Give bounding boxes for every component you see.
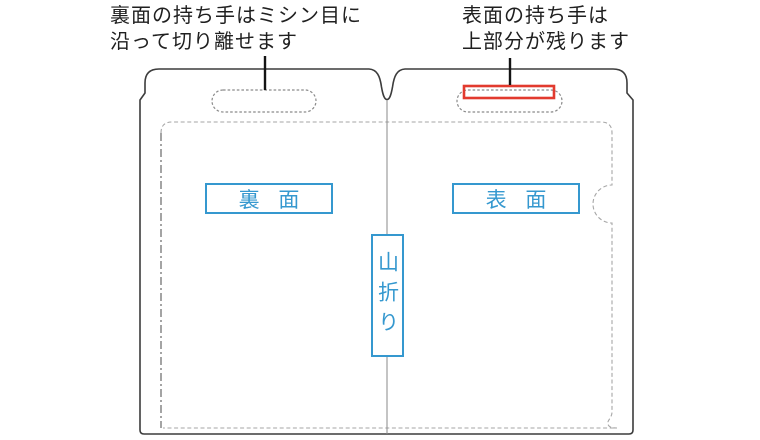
annotation-front-handle: 表面の持ち手は 上部分が残ります	[462, 2, 630, 54]
annotation-back-handle-line1: 裏面の持ち手はミシン目に	[110, 3, 362, 27]
back-panel-label: 裏 面	[205, 183, 333, 214]
annotation-back-handle: 裏面の持ち手はミシン目に 沿って切り離せます	[110, 2, 362, 54]
bag-outline	[139, 68, 634, 435]
handle-back-cutout	[211, 89, 317, 113]
annotation-front-handle-line1: 表面の持ち手は	[462, 3, 609, 27]
annotation-back-handle-line2: 沿って切り離せます	[110, 29, 298, 53]
front-panel-label: 表 面	[452, 183, 580, 214]
handle-remaining-highlight	[462, 84, 556, 100]
handle-front-cutout	[456, 89, 563, 113]
mountain-fold-label: 山折り	[371, 234, 404, 357]
annotation-front-handle-line2: 上部分が残ります	[462, 29, 630, 53]
